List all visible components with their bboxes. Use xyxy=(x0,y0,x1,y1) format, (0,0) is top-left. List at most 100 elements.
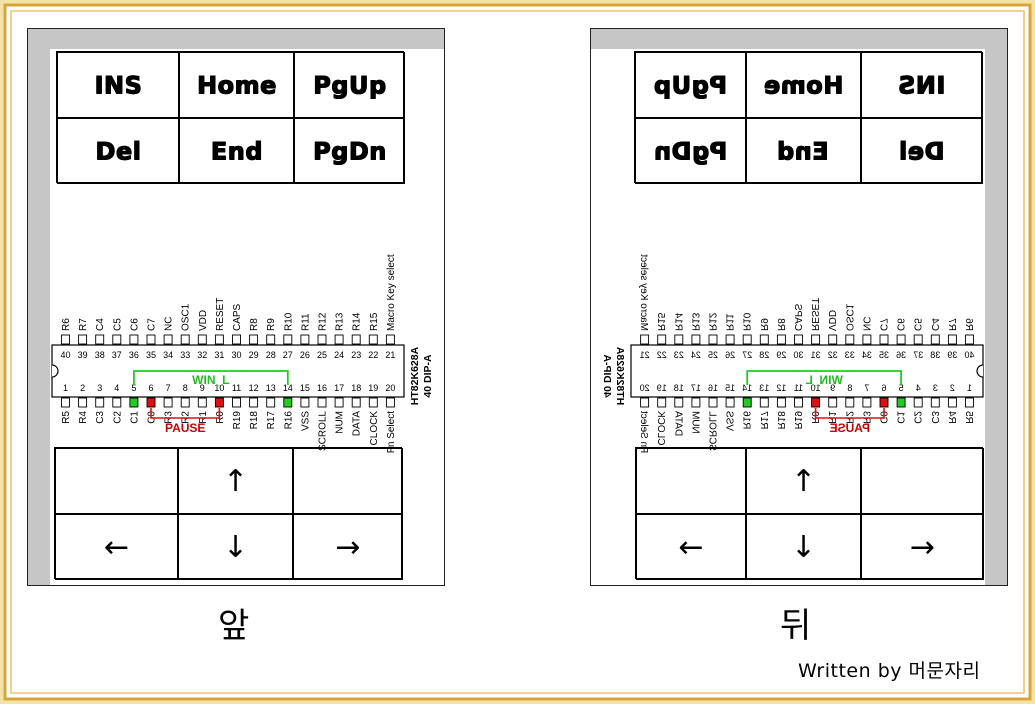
pin-pad xyxy=(266,397,276,408)
pin-name: CLOCK xyxy=(369,411,380,446)
pin-name: R5 xyxy=(61,411,72,424)
pin-number: 3 xyxy=(933,383,938,393)
key-end: End xyxy=(179,118,294,184)
pin-pad xyxy=(947,334,957,345)
chip-notch xyxy=(976,364,984,378)
pin-pad xyxy=(214,397,224,408)
pin-number: 18 xyxy=(674,383,684,393)
pin-pad xyxy=(180,334,190,345)
pin-name: R18 xyxy=(775,411,786,430)
pin-number: 34 xyxy=(862,350,872,360)
pin-number: 38 xyxy=(95,350,105,360)
key-label: Home xyxy=(763,71,844,99)
key-grid-top-mirrored: PgUp Home INS PgDn End Del xyxy=(634,51,983,184)
pin-name: R19 xyxy=(792,411,803,430)
chip-pin-bottom: 4C2 xyxy=(912,383,923,424)
pin-number: 10 xyxy=(811,383,821,393)
key-label: PgDn xyxy=(312,137,387,165)
part-number: HT82K628A xyxy=(409,346,421,405)
pin-name: R2 xyxy=(181,411,192,424)
pin-pad xyxy=(759,334,769,345)
pin-pad xyxy=(129,397,139,408)
pin-pad xyxy=(794,397,803,408)
key-label: End xyxy=(210,137,263,165)
chip-notch xyxy=(51,364,59,378)
pin-pad xyxy=(725,334,735,345)
pin-name: C5 xyxy=(912,318,923,331)
key-label: PgUp xyxy=(312,71,387,99)
pause-label: PAUSE xyxy=(830,421,870,435)
pin-number: 24 xyxy=(334,350,344,360)
pin-pad xyxy=(317,334,327,345)
chip-pin-bottom: 6C0 xyxy=(878,383,889,424)
key-label: PgDn xyxy=(653,137,728,165)
pin-pad xyxy=(197,397,207,408)
pin-number: 29 xyxy=(776,350,786,360)
pin-name: R8 xyxy=(249,318,260,331)
pin-pad xyxy=(163,397,173,408)
pin-name: C0 xyxy=(147,411,158,424)
pin-name: NUM xyxy=(689,411,700,434)
pin-pad xyxy=(249,334,259,345)
pin-pad xyxy=(845,334,855,345)
key-home: Home xyxy=(179,52,294,118)
pin-name: R7 xyxy=(78,318,89,331)
pin-number: 26 xyxy=(725,350,735,360)
chip-pin-bottom: 1R5 xyxy=(963,383,974,424)
pin-number: 11 xyxy=(794,383,803,393)
pin-pad xyxy=(742,334,752,345)
pin-pad xyxy=(351,397,361,408)
key-label: INS xyxy=(898,71,946,99)
pin-pad xyxy=(385,334,395,345)
pin-number: 40 xyxy=(60,350,70,360)
key-empty xyxy=(55,448,178,514)
pin-name: C5 xyxy=(112,318,123,331)
pin-name: OSC1 xyxy=(181,303,192,331)
pin-pad xyxy=(197,334,207,345)
pin-pad xyxy=(129,334,139,345)
key-del: Del xyxy=(57,118,179,184)
key-home: Home xyxy=(746,52,861,118)
pin-number: 15 xyxy=(725,383,735,393)
pin-name: SCROLL xyxy=(707,411,718,451)
pin-name: RESET xyxy=(809,298,820,331)
pin-name: R3 xyxy=(860,411,871,424)
pin-pad xyxy=(879,334,889,345)
pin-name: R6 xyxy=(963,318,974,331)
pin-pad xyxy=(95,397,105,408)
pin-name: NC xyxy=(164,317,175,331)
win-bracket xyxy=(746,370,902,385)
pin-name: R10 xyxy=(283,312,294,331)
pin-number: 4 xyxy=(114,383,119,393)
key-up: ↑ xyxy=(178,448,293,514)
key-ins: INS xyxy=(861,52,983,118)
pin-number: 21 xyxy=(640,350,650,360)
pin-pad xyxy=(896,397,906,408)
pin-number: 29 xyxy=(249,350,259,360)
pin-name: R9 xyxy=(758,318,769,331)
pin-name: R15 xyxy=(655,312,666,331)
panel-band-top xyxy=(591,29,1007,49)
chip-pin-bottom: 9R1 xyxy=(198,383,209,424)
pin-pad xyxy=(214,334,224,345)
pin-number: 7 xyxy=(166,383,171,393)
pin-name: VDD xyxy=(826,310,837,331)
pin-pad xyxy=(232,397,241,408)
pin-number: 3 xyxy=(97,383,102,393)
pin-number: 24 xyxy=(691,350,701,360)
pin-name: SCROLL xyxy=(318,411,329,451)
pin-pad xyxy=(146,397,156,408)
